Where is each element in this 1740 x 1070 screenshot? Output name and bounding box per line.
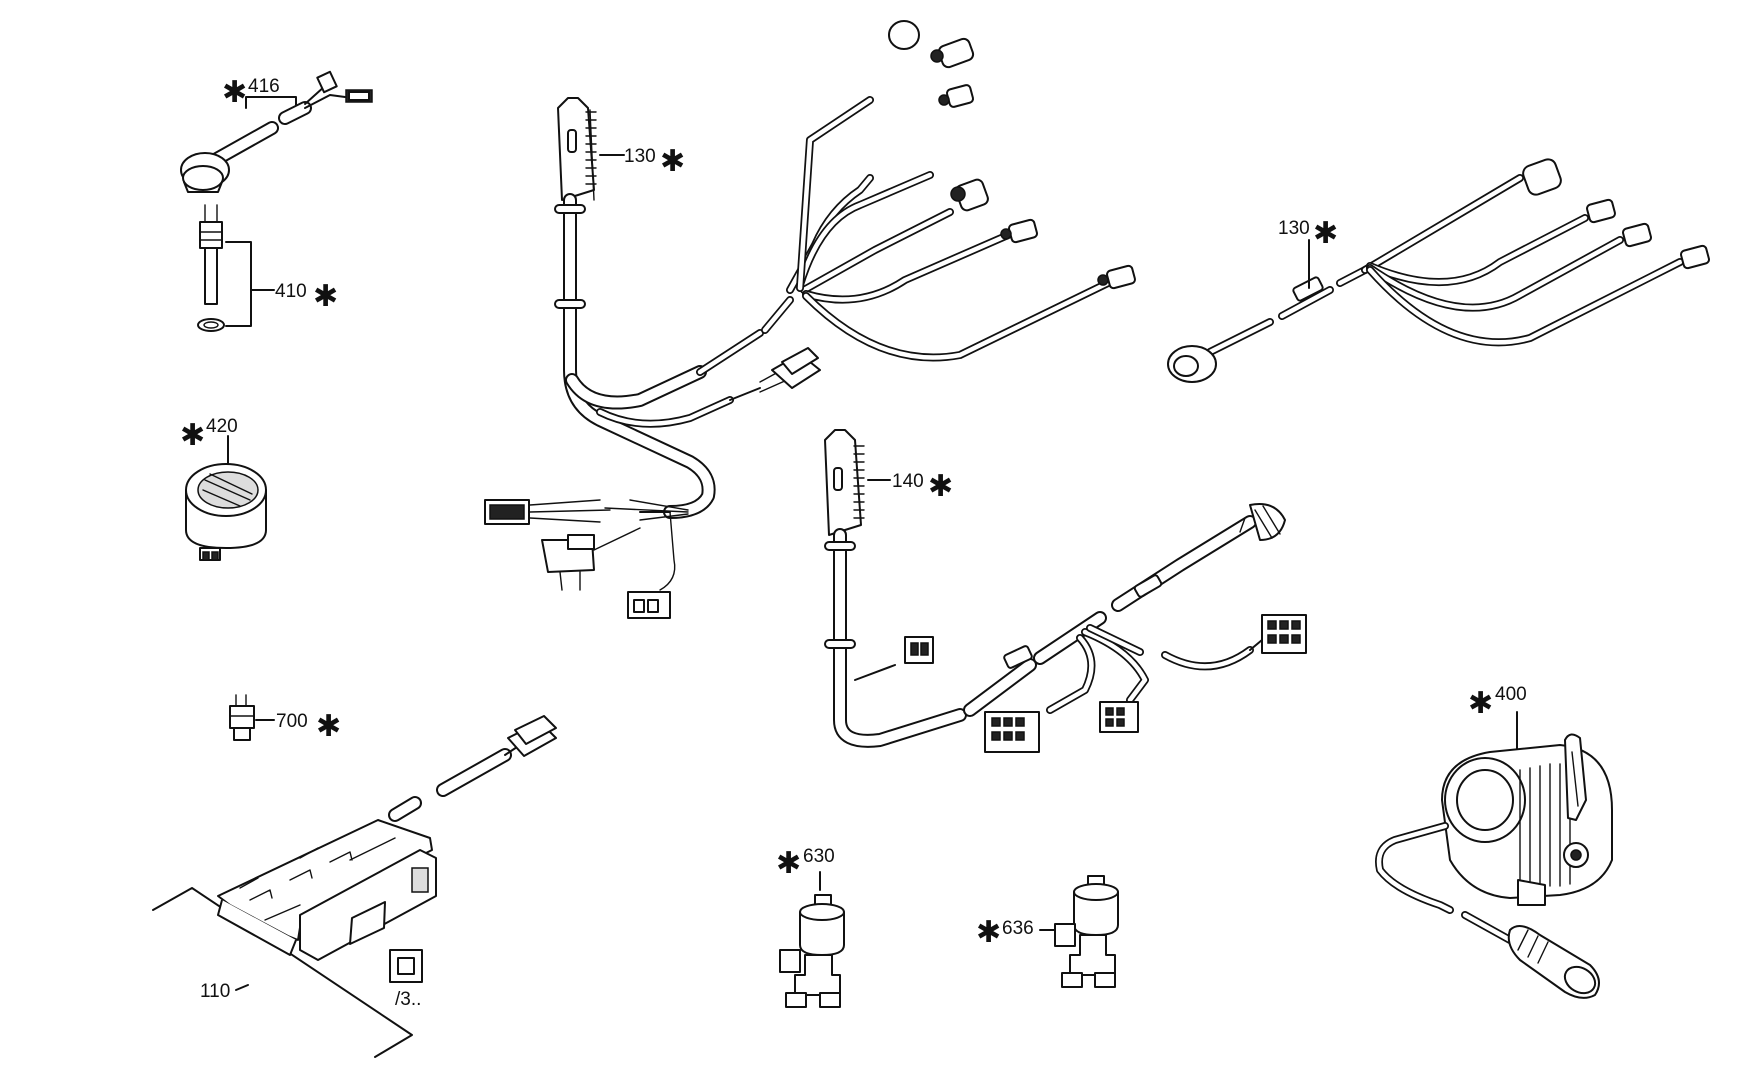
callout-636: ✱ 636 (976, 915, 1034, 950)
callout-label-416: 416 (248, 76, 280, 97)
part-110-control-unit (152, 715, 557, 1058)
callout-700: 700 ✱ (276, 709, 341, 744)
part-130-harness-right (1167, 158, 1710, 383)
asterisk-icon: ✱ (222, 75, 247, 110)
part-410-sensor (197, 204, 275, 332)
part-140-harness (824, 429, 1307, 753)
callout-130-right: 130 ✱ (1278, 216, 1338, 251)
asterisk-icon: ✱ (1313, 216, 1338, 251)
asterisk-icon: ✱ (976, 915, 1001, 950)
callout-label-3: /3.. (395, 989, 421, 1010)
asterisk-icon: ✱ (180, 418, 205, 453)
callout-label-140: 140 (892, 471, 924, 492)
callout-label-700: 700 (276, 711, 308, 732)
asterisk-icon: ✱ (316, 709, 341, 744)
callout-label-420: 420 (206, 416, 238, 437)
part-416-sensor-cable (180, 70, 373, 193)
callout-label-636: 636 (1002, 918, 1034, 939)
callout-416: ✱ 416 (222, 75, 280, 110)
callout-label-130-left: 130 (624, 146, 656, 167)
part-420-gauge (185, 435, 267, 561)
callout-label-400: 400 (1495, 684, 1527, 705)
callout-140: 140 ✱ (892, 469, 953, 504)
callout-110: 110 /3.. (200, 981, 421, 1010)
part-700-sensor (229, 694, 275, 741)
part-130-harness-main (484, 20, 1136, 619)
callout-400: ✱ 400 (1468, 684, 1527, 721)
part-400-actuator (1375, 711, 1613, 999)
part-636-solenoid-valve (1039, 875, 1119, 988)
callout-130-left: 130 ✱ (624, 144, 685, 179)
callout-630: ✱ 630 (776, 846, 835, 881)
callout-label-130-right: 130 (1278, 218, 1310, 239)
callout-label-630: 630 (803, 846, 835, 867)
asterisk-icon: ✱ (1468, 686, 1493, 721)
asterisk-icon: ✱ (776, 846, 801, 881)
asterisk-icon: ✱ (928, 469, 953, 504)
asterisk-icon: ✱ (660, 144, 685, 179)
callout-label-110: 110 (200, 981, 230, 1002)
callout-label-410: 410 (275, 281, 307, 302)
part-630-solenoid-valve (779, 871, 845, 1008)
callout-410: 410 ✱ (275, 279, 338, 314)
callout-420: ✱ 420 (180, 416, 238, 453)
asterisk-icon: ✱ (313, 279, 338, 314)
